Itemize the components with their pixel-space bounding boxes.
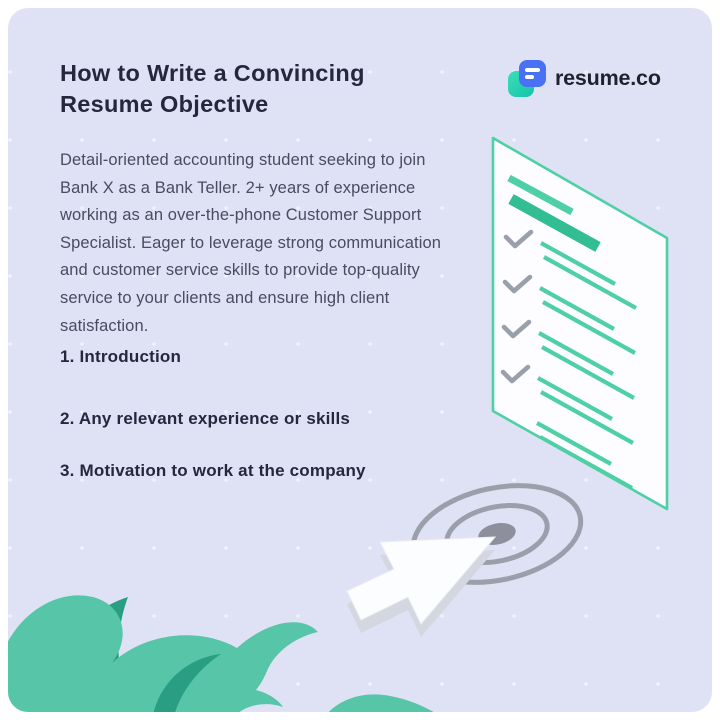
brand-name: resume.co — [555, 66, 661, 90]
resume-logo-icon — [508, 60, 546, 97]
logo-blue-square — [519, 60, 546, 87]
page-title: How to Write a Convincing Resume Objecti… — [60, 60, 365, 117]
step-item-introduction: 1. Introduction — [60, 347, 182, 366]
step-item-experience: 2. Any relevant experience or skills — [60, 409, 351, 428]
checklist-document-illustration — [491, 136, 669, 511]
cursor-arrow-icon — [346, 536, 497, 637]
wave-shapes — [8, 595, 434, 712]
checkmark-icons — [500, 229, 534, 384]
brand-logo: resume.co — [508, 60, 661, 97]
illustration — [8, 136, 669, 712]
infographic-card: How to Write a Convincing Resume Objecti… — [8, 8, 712, 712]
objective-example-text: Detail-oriented accounting student seeki… — [60, 151, 442, 335]
document-title-bars — [507, 174, 601, 252]
checklist-text-lines — [535, 241, 638, 490]
step-item-motivation: 3. Motivation to work at the company — [60, 461, 366, 480]
